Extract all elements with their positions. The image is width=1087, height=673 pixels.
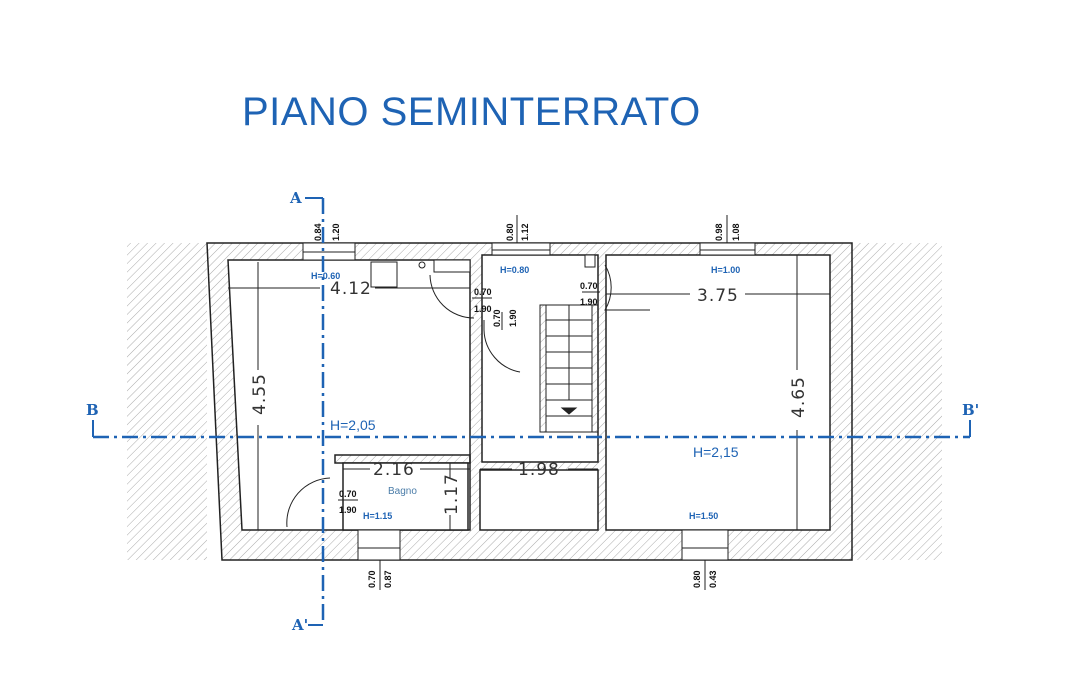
- bathroom-width: 2.16: [373, 460, 415, 480]
- windows: [302, 242, 756, 561]
- window-3-sill: H=1.00: [711, 265, 740, 275]
- section-mark-b-right: B': [962, 401, 979, 419]
- door-4-width: 0.70: [339, 489, 357, 499]
- window-5-sill: H=1.50: [689, 511, 718, 521]
- drain: [418, 261, 426, 269]
- counter: [433, 259, 471, 273]
- window-2-a: 0.80: [505, 223, 515, 241]
- middle-room-width: 1.98: [518, 460, 560, 480]
- page-title: PIANO SEMINTERRATO: [242, 90, 701, 134]
- window-3-b: 1.08: [731, 223, 741, 241]
- door-3-width: 0.70: [580, 281, 598, 291]
- left-room-width: 4.12: [330, 279, 372, 299]
- door-3-height: 1.90: [580, 297, 598, 307]
- left-room-depth: 4.55: [250, 373, 270, 415]
- door-1-width: 0.70: [474, 287, 492, 297]
- window-5-a: 0.80: [692, 570, 702, 588]
- ground-hatch-left: [127, 243, 207, 560]
- door-2-width: 0.70: [492, 309, 502, 327]
- window-3-a: 0.98: [714, 223, 724, 241]
- section-lines[interactable]: [93, 198, 970, 625]
- window-2-b: 1.12: [520, 223, 530, 241]
- bathroom: [342, 462, 469, 531]
- bathroom-label: Bagno: [388, 486, 417, 497]
- window-1-sill: H=0.60: [311, 271, 340, 281]
- bathroom-depth: 1.17: [442, 473, 462, 515]
- door-4-height: 1.90: [339, 505, 357, 515]
- column: [584, 254, 596, 268]
- left-room-height: H=2,05: [330, 417, 376, 433]
- window-2-sill: H=0.80: [500, 265, 529, 275]
- right-room-width: 3.75: [697, 286, 739, 306]
- dimension-lines: [228, 215, 830, 590]
- window-4-sill: H=1.15: [363, 511, 392, 521]
- room-right: [605, 254, 831, 531]
- door-2-height: 1.90: [508, 309, 518, 327]
- section-mark-a-bottom: A': [291, 616, 308, 634]
- window-4-b: 0.87: [383, 570, 393, 588]
- window-4-a: 0.70: [367, 570, 377, 588]
- right-room-height: H=2,15: [693, 444, 739, 460]
- window-1-b: 1.20: [331, 223, 341, 241]
- room-middle: [479, 469, 599, 531]
- window-1-a: 0.84: [313, 223, 323, 241]
- right-room-depth: 4.65: [789, 376, 809, 418]
- doors: [286, 264, 650, 528]
- section-mark-b-left: B: [86, 401, 99, 419]
- section-mark-a-top: A: [289, 189, 302, 207]
- staircase: [539, 304, 599, 433]
- ground-hatch-right: [852, 243, 942, 560]
- sink: [370, 261, 398, 288]
- door-1-height: 1.90: [474, 304, 492, 314]
- window-5-b: 0.43: [708, 570, 718, 588]
